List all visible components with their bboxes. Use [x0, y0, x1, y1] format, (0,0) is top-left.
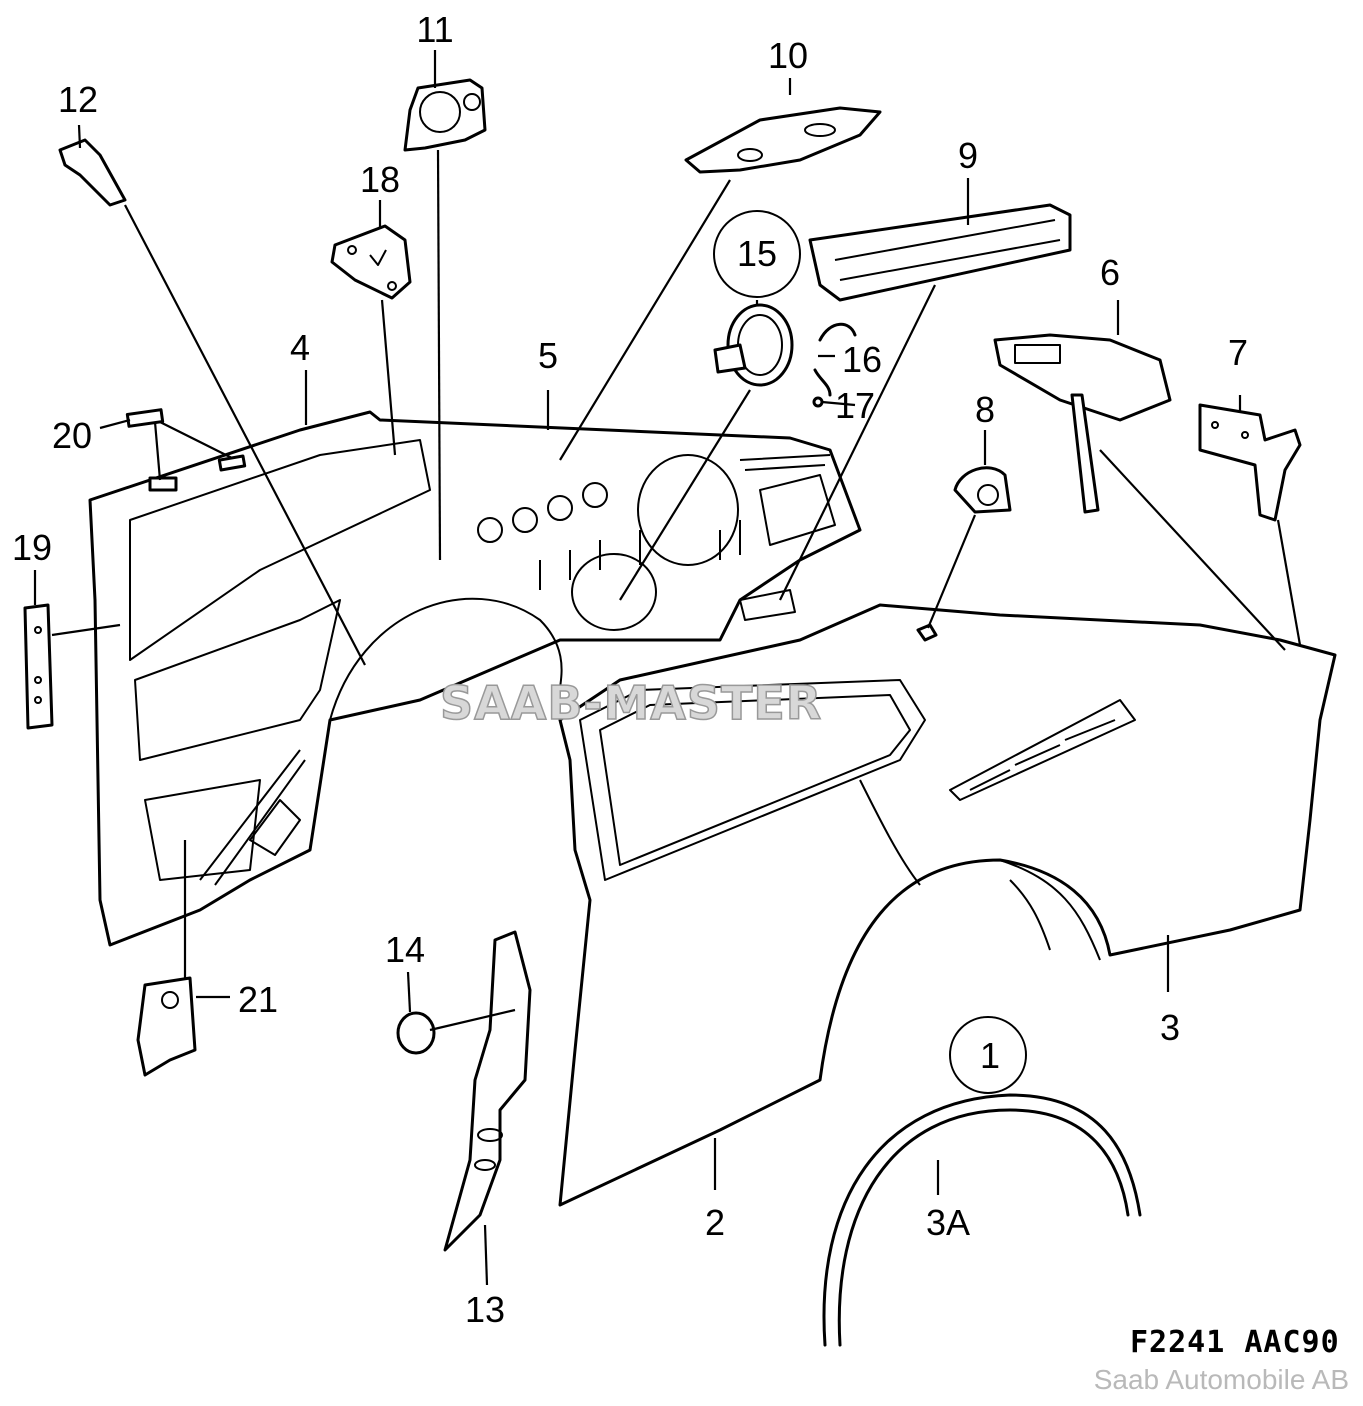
part-14-plug	[396, 1011, 436, 1055]
part-18-cover-plate	[330, 224, 412, 300]
callout-16: 16	[842, 339, 882, 380]
part-12-bracket	[58, 138, 127, 207]
part-19-strip	[23, 603, 54, 730]
callout-18: 18	[360, 159, 400, 200]
callout-5: 5	[538, 335, 558, 376]
part-21-bracket	[136, 976, 197, 1077]
callout-12: 12	[58, 79, 98, 120]
part-2-outer-quarter-panel	[558, 603, 1337, 1207]
copyright-text: Saab Automobile AB	[1093, 1364, 1349, 1395]
callout-14: 14	[385, 929, 425, 970]
callout-7: 7	[1228, 332, 1248, 373]
part-17-screw	[812, 396, 824, 408]
part-13-pillar-reinforcement	[443, 930, 532, 1252]
part-7-bracket	[1198, 403, 1302, 522]
callout-3: 3	[1160, 1007, 1180, 1048]
part-6-housing	[993, 333, 1172, 514]
part-16-retaining-clip	[813, 322, 857, 397]
part-3a-wheel-arch-trim	[822, 1093, 1142, 1347]
part-11-bracket-plate	[403, 78, 487, 152]
callout-15: 15	[737, 233, 777, 274]
part-20-clips	[125, 408, 247, 492]
callout-20: 20	[52, 415, 92, 456]
callout-8: 8	[975, 389, 995, 430]
callout-3a: 3A	[926, 1202, 970, 1243]
part-15-fuel-filler-ring	[713, 303, 794, 387]
callout-1: 1	[980, 1035, 1000, 1076]
callout-13: 13	[465, 1289, 505, 1330]
callout-circle-1	[949, 1016, 1027, 1094]
callout-10: 10	[768, 35, 808, 76]
part-9-crossmember	[808, 203, 1072, 302]
leader-lines	[33, 50, 1302, 1286]
callout-21: 21	[238, 979, 278, 1020]
callout-17: 17	[835, 385, 875, 426]
callout-19: 19	[12, 527, 52, 568]
part-4-inner-side-panel	[88, 410, 862, 947]
callout-circle-15	[713, 210, 801, 298]
callout-9: 9	[958, 135, 978, 176]
callout-4: 4	[290, 327, 310, 368]
callout-2: 2	[705, 1202, 725, 1243]
callout-6: 6	[1100, 252, 1120, 293]
drawing-code: F2241 AAC90	[1130, 1325, 1340, 1360]
callout-11: 11	[416, 9, 453, 50]
part-10-upper-bracket	[684, 106, 882, 174]
watermark: SAAB-MASTER	[439, 675, 823, 731]
part-8-bump-stop	[916, 466, 1012, 642]
